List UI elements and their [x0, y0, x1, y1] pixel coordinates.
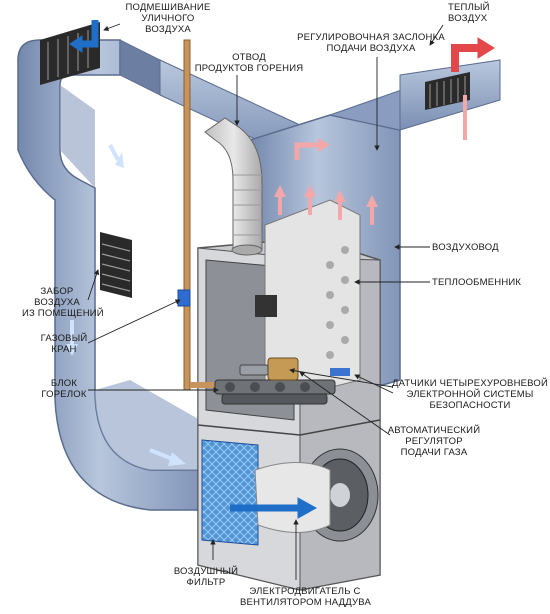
- gas-regulator: [239, 357, 299, 381]
- label-flue: ОТВОД ПРОДУКТОВ ГОРЕНИЯ: [194, 52, 304, 74]
- blower-fan: [254, 448, 379, 542]
- air-filter: [201, 439, 259, 546]
- cold-air-arrows: [66, 20, 318, 519]
- label-outside-air: ПОДМЕШИВАНИЕ УЛИЧНОГО ВОЗДУХА: [125, 2, 211, 35]
- label-return-air: ЗАБОР ВОЗДУХА ИЗ ПОМЕЩЕНИЙ: [22, 286, 104, 319]
- gas-pipe: [177, 39, 235, 391]
- warm-air-grille: [425, 72, 470, 110]
- leader-lines: [87, 23, 444, 580]
- label-burner: БЛОК ГОРЕЛОК: [41, 378, 87, 400]
- label-duct: ВОЗДУХОВОД: [432, 242, 499, 253]
- heat-exchanger: [264, 199, 361, 396]
- flue-pipe: [204, 117, 263, 256]
- label-motor: ЭЛЕКТРОДВИГАТЕЛЬ С ВЕНТИЛЯТОРОМ НАДДУВА: [240, 586, 371, 608]
- label-sensors: ДАТЧИКИ ЧЕТЫРЕХУРОВНЕВОЙ ЭЛЕКТРОННОЙ СИС…: [392, 378, 549, 411]
- label-heat-exchanger: ТЕПЛООБМЕННИК: [432, 277, 522, 288]
- warm-air-arrows: [274, 37, 495, 225]
- outside-air-grille: [40, 22, 100, 85]
- label-gas-regulator: АВТОМАТИЧЕСКИЙ РЕГУЛЯТОР ПОДАЧИ ГАЗА: [387, 425, 481, 458]
- label-warm-air: ТЕПЛЫЙ ВОЗДУХ: [448, 2, 490, 24]
- label-filter: ВОЗДУШНЫЙ ФИЛЬТР: [173, 566, 239, 588]
- return-air-grille: [100, 232, 132, 298]
- label-damper: РЕГУЛИРОВОЧНАЯ ЗАСЛОНКА ПОДАЧИ ВОЗДУХА: [297, 32, 445, 54]
- label-gas-valve: ГАЗОВЫЙ КРАН: [40, 333, 88, 355]
- return-duct: [17, 39, 201, 511]
- safety-sensors: [255, 295, 350, 376]
